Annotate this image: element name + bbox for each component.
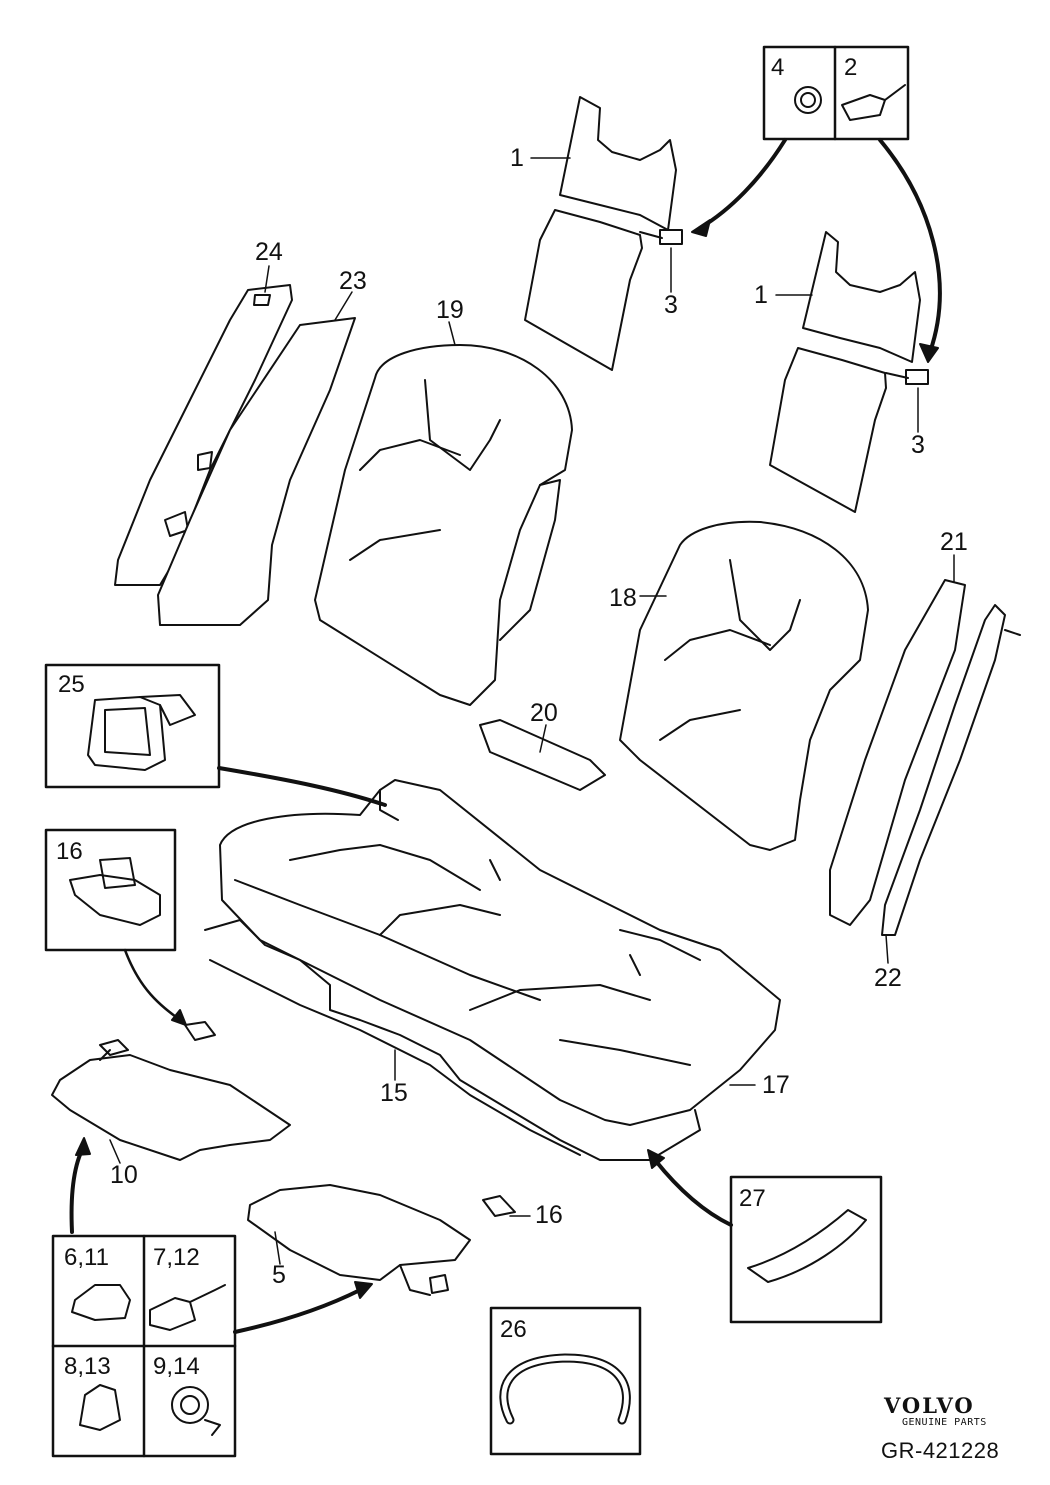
connector-3-lower <box>905 369 929 385</box>
brand-logo: VOLVO <box>884 1393 975 1418</box>
part-7-12 <box>149 1284 226 1331</box>
callout-26: 26 <box>500 1316 527 1343</box>
heating-pad-1-upper <box>524 96 677 371</box>
callout-19: 19 <box>436 296 464 324</box>
callout-18: 18 <box>609 584 637 612</box>
arrow-to-mat-10 <box>69 1148 84 1234</box>
part-27-strip <box>747 1209 867 1283</box>
heating-mat-10 <box>51 1039 291 1161</box>
arrow-to-upper-pad <box>698 138 787 230</box>
part-9-14 <box>171 1386 221 1436</box>
seat-frame-15 <box>204 919 701 1161</box>
callout-15: 15 <box>380 1079 408 1107</box>
callout-1-upper: 1 <box>510 144 524 172</box>
callout-1-lower: 1 <box>754 281 768 309</box>
seat-cushion-17 <box>219 779 781 1126</box>
callout-3-lower: 3 <box>911 431 925 459</box>
callout-24: 24 <box>255 238 283 266</box>
callout-8-13: 8,13 <box>64 1353 111 1380</box>
arrow-to-mat-5 <box>233 1288 362 1334</box>
side-bolster-21 <box>829 579 966 926</box>
inset-box-26 <box>489 1306 642 1456</box>
part-16-clip <box>69 857 161 926</box>
part-8-13 <box>79 1384 121 1431</box>
backrest-18 <box>619 520 869 851</box>
callout-16-inset: 16 <box>56 838 83 865</box>
side-trim-22 <box>881 604 1021 936</box>
arrow-16 <box>123 948 182 1022</box>
callout-21: 21 <box>940 528 968 556</box>
cushion-20 <box>479 719 606 791</box>
callout-23: 23 <box>339 267 367 295</box>
part-6-11 <box>71 1284 131 1321</box>
brand-tagline: GENUINE PARTS <box>902 1417 987 1428</box>
inset-box-25 <box>44 663 221 789</box>
inset-box-16 <box>44 828 177 952</box>
callout-6-11: 6,11 <box>64 1244 109 1271</box>
callout-25: 25 <box>58 671 85 698</box>
connector-3-upper <box>659 229 683 245</box>
inset-box-27 <box>729 1175 883 1324</box>
callout-5: 5 <box>272 1261 286 1289</box>
inset-grid-small-parts <box>51 1234 237 1458</box>
callout-9-14: 9,14 <box>153 1353 200 1380</box>
callout-3-upper: 3 <box>664 291 678 319</box>
arrow-27 <box>653 1158 733 1227</box>
arrow-25 <box>217 766 387 807</box>
inset-parts-4-2 <box>762 45 910 141</box>
callout-7-12: 7,12 <box>153 1244 200 1271</box>
heating-pad-1-lower <box>769 231 921 513</box>
callout-22: 22 <box>874 964 902 992</box>
diagram-reference: GR-421228 <box>881 1438 1000 1463</box>
arrow-to-lower-pad <box>878 138 942 354</box>
backrest-19 <box>314 344 573 706</box>
leader-lines <box>109 157 955 1265</box>
callout-16-lower: 16 <box>535 1201 563 1229</box>
side-cushion-23 <box>157 317 356 626</box>
callout-20: 20 <box>530 699 558 727</box>
callout-2: 2 <box>844 54 858 81</box>
part-25-handle <box>87 694 196 771</box>
callout-17: 17 <box>762 1071 790 1099</box>
clip-16-small-a <box>184 1021 216 1041</box>
heating-mat-5 <box>247 1184 471 1296</box>
clip-16-small-b <box>482 1195 516 1217</box>
callout-27: 27 <box>739 1185 766 1212</box>
callout-10: 10 <box>110 1161 138 1189</box>
callout-4: 4 <box>771 54 785 81</box>
